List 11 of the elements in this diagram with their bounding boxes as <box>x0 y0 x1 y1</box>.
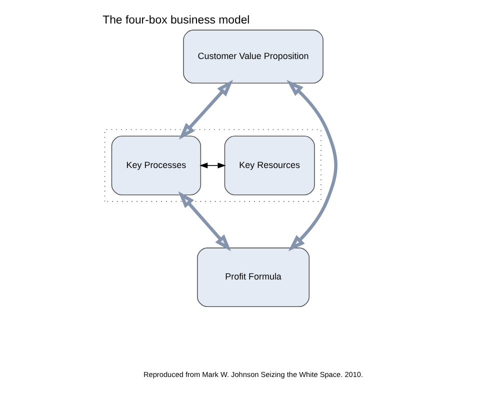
arrow <box>178 191 231 252</box>
cluster <box>104 129 321 202</box>
diagram-title: The four-box business model <box>102 14 250 27</box>
node-box: Key Processes <box>110 136 201 196</box>
node-box: Customer Value Proposition <box>182 30 323 84</box>
arrow <box>198 162 226 168</box>
node-box: Key Resources <box>224 136 314 196</box>
arrow <box>286 80 337 252</box>
label: Reproduced from Mark W. Johnson Seizing the White Space. 2010. <box>142 370 363 379</box>
arrow <box>178 80 233 140</box>
node-box: Profit Formula <box>196 248 310 308</box>
